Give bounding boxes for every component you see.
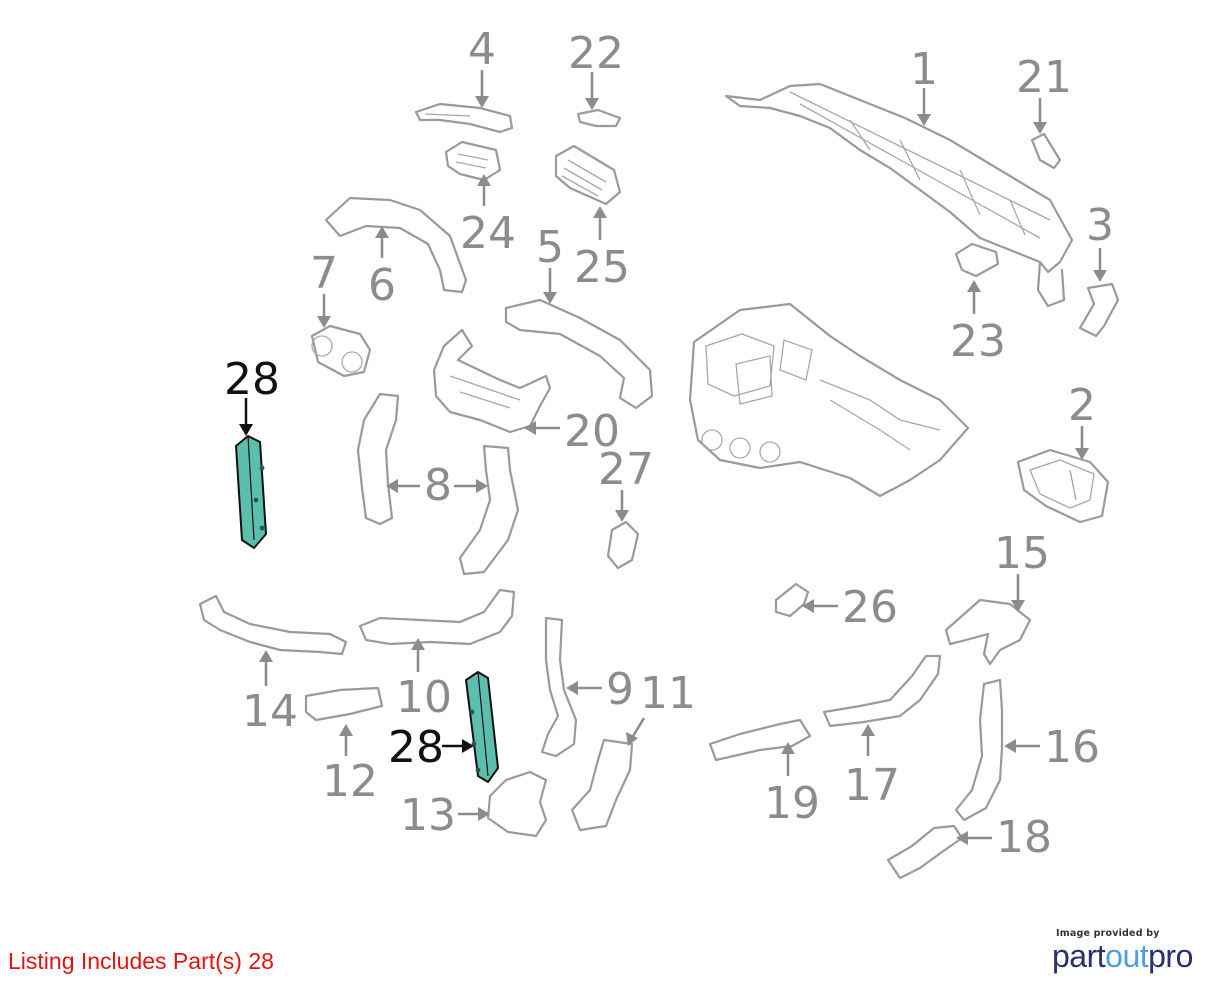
label-17: 17 — [844, 760, 900, 811]
hvac-housing — [688, 302, 970, 498]
part-21-clip — [1030, 132, 1062, 170]
label-6: 6 — [368, 260, 396, 311]
label-5: 5 — [536, 222, 564, 273]
partoutpro-logo: Image provided by partoutpro — [1052, 928, 1212, 973]
part-4-duct — [414, 102, 514, 134]
part-5-duct — [504, 298, 654, 410]
label-18: 18 — [996, 812, 1052, 863]
label-20: 20 — [564, 406, 620, 457]
part-10-duct — [358, 588, 516, 646]
part-22-clip — [576, 108, 622, 128]
part-9-duct — [540, 616, 578, 758]
label-23: 23 — [950, 316, 1006, 367]
label-19: 19 — [764, 778, 820, 829]
label-16: 16 — [1044, 722, 1100, 773]
label-11: 11 — [640, 668, 696, 719]
part-28-highlight-lower — [465, 671, 499, 783]
label-10: 10 — [396, 672, 452, 723]
label-12: 12 — [322, 756, 378, 807]
part-15-elbow — [944, 598, 1032, 666]
part-13-elbow — [486, 770, 548, 838]
brand-name-part1: part — [1052, 938, 1106, 974]
label-1: 1 — [910, 44, 938, 95]
part-18-duct — [886, 824, 964, 880]
brand-caption: Image provided by — [1056, 928, 1160, 939]
label-8: 8 — [424, 460, 452, 511]
callout-arrows — [259, 70, 1107, 845]
label-24: 24 — [460, 208, 516, 259]
part-11-duct — [570, 738, 634, 832]
label-2: 2 — [1068, 380, 1096, 431]
part-26-vent — [774, 582, 810, 618]
label-3: 3 — [1086, 200, 1114, 251]
label-9: 9 — [606, 664, 634, 715]
part-7-connector — [310, 324, 372, 378]
part-1-duct — [724, 82, 1074, 308]
label-7: 7 — [310, 248, 338, 299]
label-4: 4 — [468, 24, 496, 75]
part-17-duct — [822, 654, 942, 728]
part-8-ducts — [356, 392, 520, 576]
listing-note: Listing Includes Part(s) 28 — [8, 948, 274, 974]
brand-name-part3: pro — [1148, 938, 1193, 974]
part-25-vent — [554, 144, 622, 206]
part-27-vent — [606, 520, 640, 570]
part-24-vent — [444, 140, 502, 182]
part-16-duct — [954, 678, 1004, 822]
part-28-highlight-upper — [235, 435, 267, 549]
label-21: 21 — [1016, 52, 1072, 103]
part-14-duct — [198, 594, 348, 656]
part-3-duct — [1078, 282, 1120, 338]
label-27: 27 — [598, 444, 654, 495]
part-23-vent — [954, 242, 1000, 278]
part-20-bracket — [432, 328, 552, 434]
part-19-duct — [708, 718, 812, 762]
callout-arrows-highlight — [239, 398, 474, 753]
brand-name: partoutpro — [1052, 939, 1212, 973]
label-25: 25 — [574, 242, 630, 293]
label-28-upper: 28 — [224, 354, 280, 405]
label-28-lower: 28 — [388, 722, 444, 773]
part-2-vent — [1016, 448, 1110, 524]
part-labels: 1 2 3 4 5 6 7 8 9 10 11 12 13 14 15 16 1… — [224, 24, 1114, 863]
label-14: 14 — [242, 686, 298, 737]
part-12-duct — [304, 686, 384, 722]
label-22: 22 — [568, 28, 624, 79]
label-15: 15 — [994, 528, 1050, 579]
label-13: 13 — [400, 790, 456, 841]
label-26: 26 — [842, 582, 898, 633]
brand-name-part2: out — [1105, 938, 1149, 974]
part-6-duct — [324, 196, 468, 294]
